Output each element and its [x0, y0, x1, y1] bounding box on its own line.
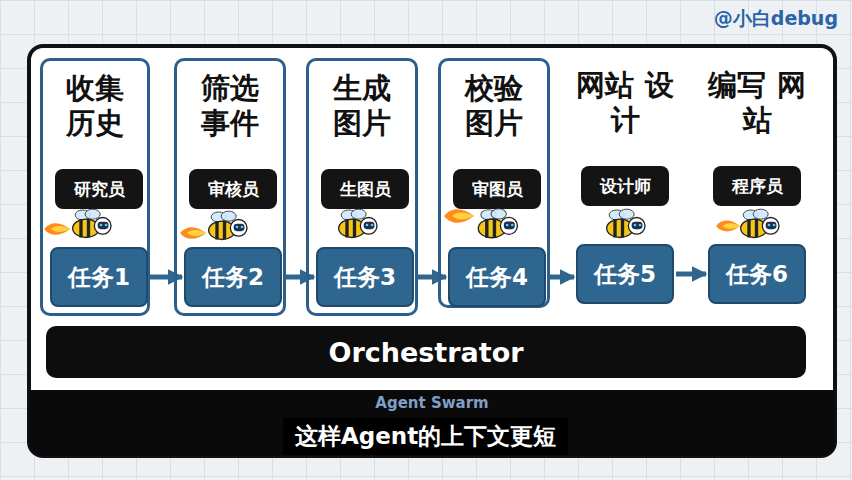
- bee-flame: [44, 223, 70, 235]
- column-title: 编写 网站: [697, 68, 817, 139]
- role-badge: 审图员: [453, 169, 541, 209]
- flow-arrow: [150, 275, 182, 280]
- role-badge: 设计师: [581, 166, 669, 206]
- agent-column: 生成 图片生图员任务3: [306, 58, 418, 316]
- task-box: 任务6: [708, 244, 806, 304]
- role-name: 程序员: [732, 175, 783, 198]
- task-name: 任务2: [202, 262, 264, 293]
- role-name: 生图员: [340, 178, 391, 201]
- flow-arrow: [284, 275, 314, 280]
- role-name: 审图员: [472, 178, 523, 201]
- flow-arrow: [676, 272, 706, 277]
- bee-icon: [209, 211, 247, 239]
- task-name: 任务3: [334, 262, 396, 293]
- container-outline: [29, 46, 835, 456]
- bee-icon: [741, 209, 779, 237]
- task-box: 任务5: [576, 244, 674, 304]
- role-badge: 审核员: [189, 169, 277, 209]
- watermark: @小白debug: [714, 6, 838, 32]
- flow-arrow: [548, 275, 574, 280]
- orchestrator-label: Orchestrator: [328, 337, 523, 368]
- column-title: 生成 图片: [309, 71, 415, 142]
- role-badge: 生图员: [321, 169, 409, 209]
- task-box: 任务4: [448, 247, 546, 307]
- column-title: 筛选 事件: [177, 71, 283, 142]
- task-name: 任务6: [726, 259, 788, 290]
- task-box: 任务3: [316, 247, 414, 307]
- agent-column: 校验 图片审图员任务4: [438, 58, 550, 308]
- column-title: 网站 设计: [565, 68, 685, 139]
- orchestrator-bar: Orchestrator: [46, 326, 806, 378]
- task-name: 任务1: [68, 262, 130, 293]
- role-name: 审核员: [208, 178, 259, 201]
- agent-column: 筛选 事件审核员任务2: [174, 58, 286, 316]
- task-box: 任务1: [50, 247, 148, 307]
- role-badge: 研究员: [55, 169, 143, 209]
- task-name: 任务4: [466, 262, 528, 293]
- column-title: 校验 图片: [441, 71, 547, 142]
- bee-icon: [478, 209, 517, 238]
- agent-column: 收集 历史研究员任务1: [40, 58, 150, 316]
- bee-flame: [444, 209, 474, 223]
- column-title: 收集 历史: [43, 71, 147, 142]
- bee-icon: [607, 209, 645, 237]
- bee-flame: [180, 227, 206, 239]
- swarm-label: Agent Swarm: [29, 390, 835, 412]
- flow-arrow: [416, 275, 446, 280]
- task-name: 任务5: [594, 259, 656, 290]
- bee-icon: [339, 209, 377, 237]
- bee-flame: [716, 221, 740, 232]
- bee-icon: [73, 209, 111, 237]
- role-name: 设计师: [600, 175, 651, 198]
- task-box: 任务2: [184, 247, 282, 307]
- role-badge: 程序员: [713, 166, 801, 206]
- role-name: 研究员: [74, 178, 125, 201]
- subtitle-caption: 这样Agent的上下文更短: [283, 418, 568, 455]
